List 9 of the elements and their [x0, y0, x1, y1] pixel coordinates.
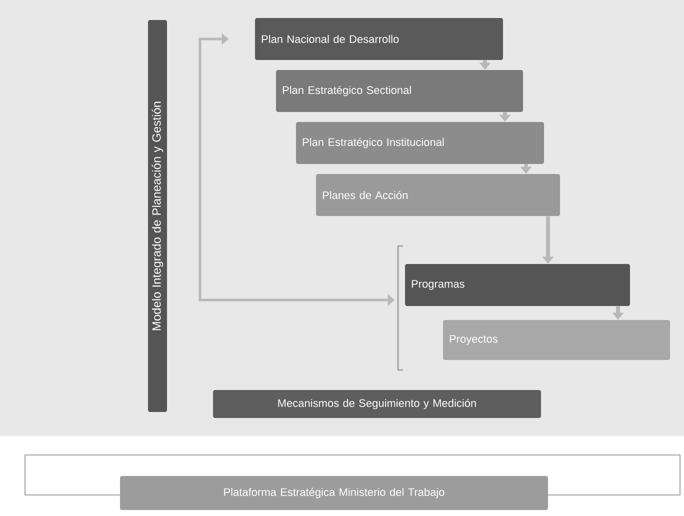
process-box: Plataforma Estratégica Ministerio del Trabajo [120, 476, 548, 510]
process-box: Plan Nacional de Desarrollo [255, 18, 503, 60]
process-box: Plan Estratégico Sectional [276, 70, 523, 112]
process-box: Proyectos [443, 320, 670, 360]
process-box: Planes de Acción [316, 174, 560, 216]
vertical-bar: Modelo Integrado de Planeación y Gestión [148, 20, 167, 412]
process-box: Plan Estratégico Institucional [296, 122, 544, 164]
process-box: Programas [405, 264, 630, 306]
process-box: Mecanismos de Seguimiento y Medición [213, 390, 541, 418]
